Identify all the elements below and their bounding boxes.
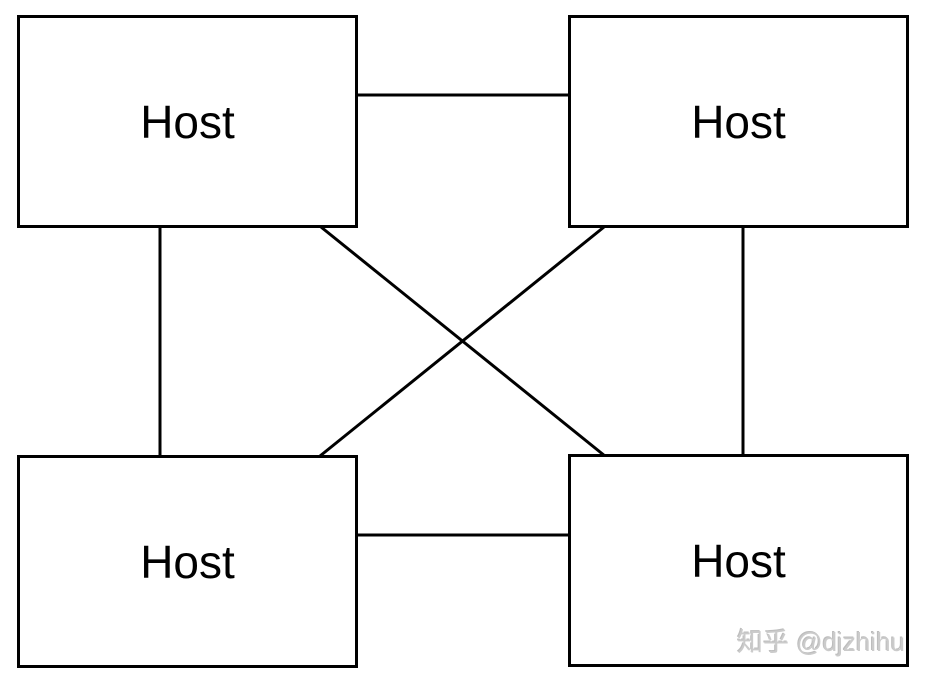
host-label: Host bbox=[140, 535, 235, 588]
host-label: Host bbox=[140, 95, 235, 148]
link-diagonal-tr-bl bbox=[319, 225, 605, 458]
host-label: Host bbox=[691, 534, 786, 587]
host-node-bottom-left: Host bbox=[17, 455, 358, 668]
host-node-bottom-right: Host bbox=[568, 454, 909, 667]
host-node-top-left: Host bbox=[17, 15, 358, 228]
host-node-top-right: Host bbox=[568, 15, 909, 228]
watermark: 知乎 @djzhihu bbox=[736, 627, 905, 657]
host-label: Host bbox=[691, 95, 786, 148]
